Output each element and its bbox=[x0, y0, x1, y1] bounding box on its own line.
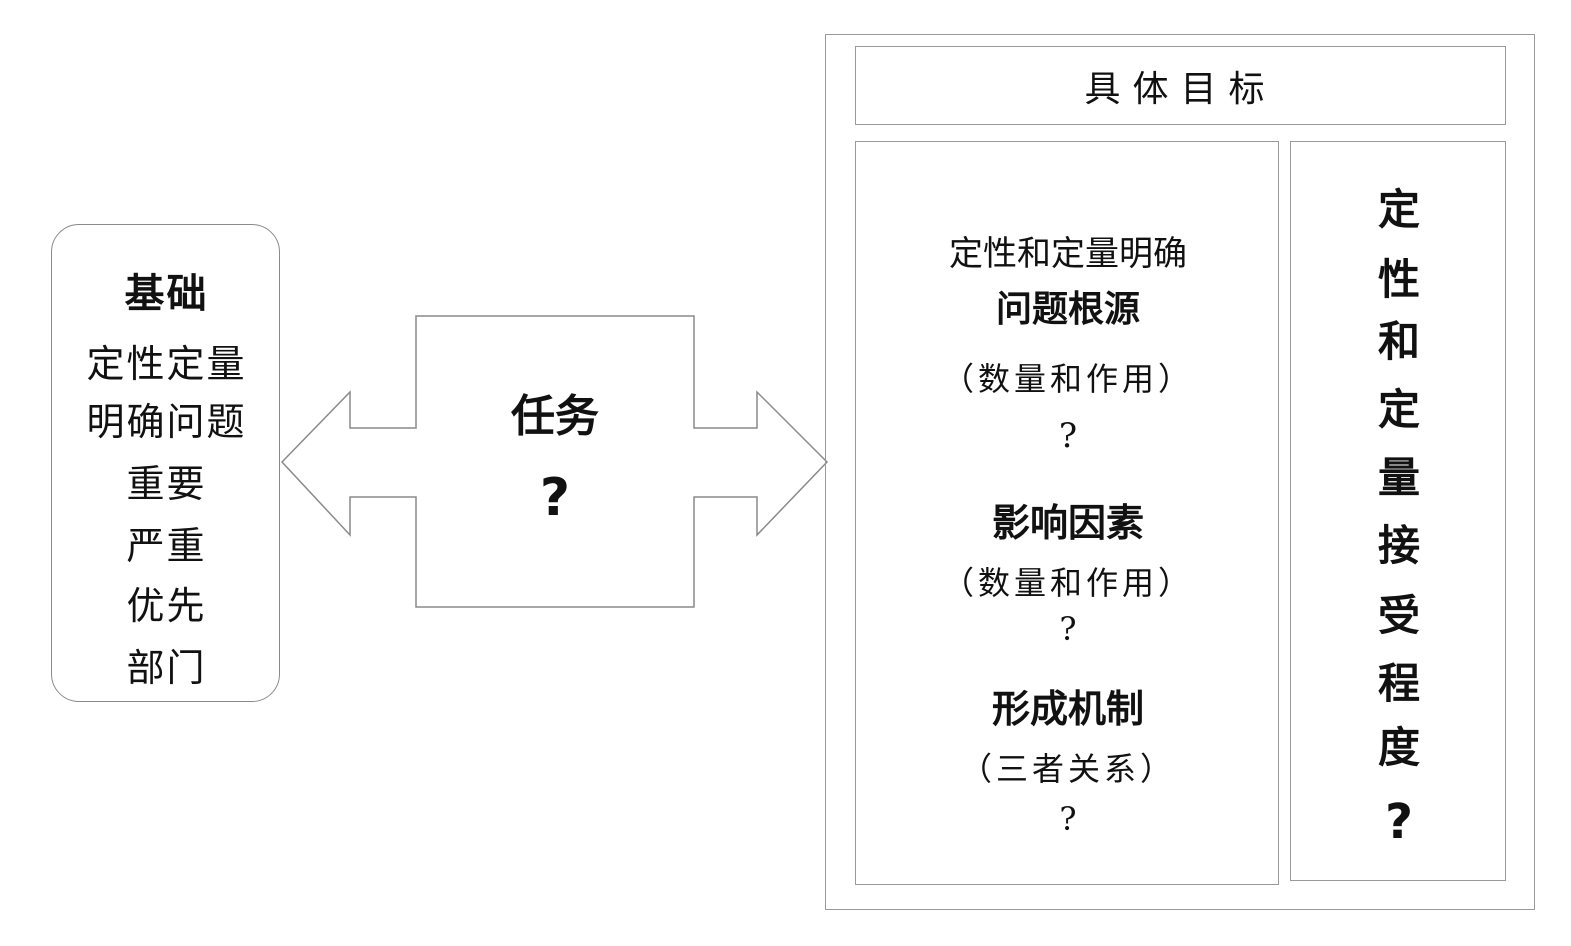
basis-line-3: 重要 bbox=[126, 462, 207, 506]
goal-item-4: ? bbox=[1058, 416, 1078, 456]
side-char-9: 度 bbox=[1377, 723, 1420, 772]
side-char-5: 量 bbox=[1377, 453, 1420, 502]
task-question-mark: ? bbox=[539, 468, 571, 528]
goal-item-6: （数量和作用） bbox=[941, 564, 1194, 602]
goal-item-3: （数量和作用） bbox=[941, 360, 1194, 398]
goal-item-1: 定性和定量明确 bbox=[949, 234, 1187, 274]
goal-content-box: 定性和定量明确 问题根源 （数量和作用） ? 影响因素 （数量和作用） ? 形成… bbox=[855, 141, 1279, 885]
side-char-7: 受 bbox=[1377, 591, 1420, 640]
basis-title: 基础 bbox=[124, 271, 209, 317]
side-char-8: 程 bbox=[1377, 659, 1420, 708]
task-title: 任务 bbox=[511, 391, 599, 442]
goal-item-10: ? bbox=[1059, 800, 1077, 838]
goal-item-2: 问题根源 bbox=[995, 289, 1140, 330]
basis-line-5: 优先 bbox=[126, 584, 207, 628]
side-char-4: 定 bbox=[1377, 385, 1420, 434]
basis-line-4: 严重 bbox=[126, 524, 207, 568]
basis-line-6: 部门 bbox=[126, 646, 207, 690]
goal-frame bbox=[825, 34, 1535, 910]
double-arrow-shape bbox=[280, 315, 829, 608]
side-char-3: 和 bbox=[1377, 317, 1420, 366]
acceptance-box: 定 性 和 定 量 接 受 程 度 ? bbox=[1290, 141, 1506, 881]
side-question-mark: ? bbox=[1385, 794, 1413, 850]
goal-header: 具体目标 bbox=[855, 46, 1506, 125]
basis-box: 基础 定性定量 明确问题 重要 严重 优先 部门 bbox=[51, 224, 280, 702]
goal-item-5: 影响因素 bbox=[991, 501, 1144, 545]
basis-line-1: 定性定量 bbox=[86, 342, 247, 386]
side-char-6: 接 bbox=[1377, 521, 1420, 570]
goal-item-9: （三者关系） bbox=[959, 750, 1176, 788]
side-char-2: 性 bbox=[1377, 255, 1420, 304]
side-char-1: 定 bbox=[1377, 185, 1420, 234]
goal-item-8: 形成机制 bbox=[991, 687, 1144, 731]
goal-item-7: ? bbox=[1059, 610, 1077, 648]
basis-line-2: 明确问题 bbox=[86, 400, 247, 444]
